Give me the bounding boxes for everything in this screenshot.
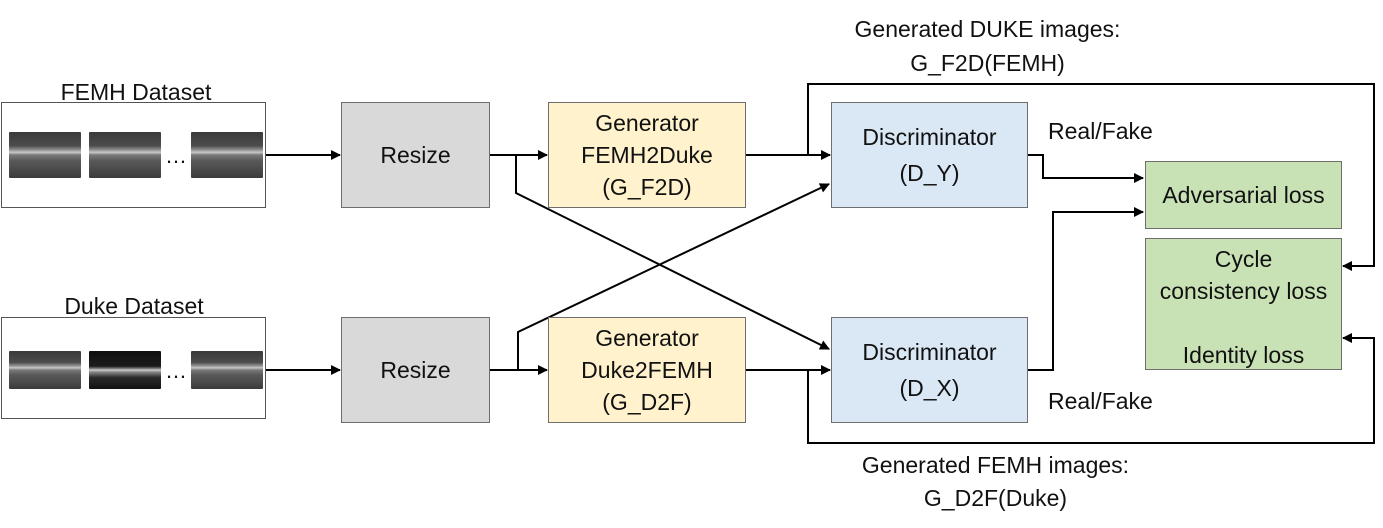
discriminator-dx-box: Discriminator (D_X) (831, 317, 1028, 423)
cycle-loss-line1: Cycle (1214, 246, 1273, 272)
femh-ellipsis: … (165, 143, 187, 168)
femh-oct-image (9, 132, 81, 178)
generated-femh-caption-line2: G_D2F(Duke) (923, 485, 1068, 511)
femh-dataset-box: … (1, 102, 266, 208)
discriminator-dx-line2: (D_X) (899, 375, 960, 401)
generated-duke-caption-line2: G_F2D(FEMH) (910, 50, 1065, 76)
generated-femh-caption-line1: Generated FEMH images: (861, 452, 1130, 478)
generator-f2d-line3: (G_F2D) (602, 174, 692, 200)
duke-oct-image (191, 351, 263, 389)
arrow-dx-to-adversarial (1028, 207, 1144, 371)
generated-duke-caption-line1: Generated DUKE images: (854, 16, 1121, 42)
arrow-gd2f-to-cycle (807, 333, 1375, 444)
generator-f2d-line2: FEMH2Duke (581, 142, 713, 168)
arrow-dy-to-adversarial (1028, 154, 1144, 183)
resize-box-femh: Resize (341, 102, 490, 208)
real-fake-top-label: Real/Fake (1048, 118, 1153, 144)
generator-d2f-line3: (G_D2F) (602, 389, 692, 415)
cycle-loss-line2: consistency loss (1159, 278, 1328, 304)
cycle-identity-loss-box: Cycle consistency loss Identity loss (1145, 238, 1342, 370)
arrow-gf2d-to-cycle (807, 83, 1375, 271)
duke-ellipsis: … (165, 358, 187, 383)
arrow-duke-to-dy (517, 183, 830, 370)
identity-loss-label: Identity loss (1182, 342, 1305, 368)
generator-f2d-line1: Generator (595, 110, 699, 136)
generator-f2d-box: Generator FEMH2Duke (G_F2D) (548, 102, 746, 208)
duke-dataset-box: … (1, 317, 266, 419)
duke-oct-image (9, 351, 81, 389)
adversarial-loss-label: Adversarial loss (1162, 182, 1325, 208)
femh-oct-image (191, 132, 263, 178)
discriminator-dy-line1: Discriminator (862, 124, 997, 150)
femh-oct-image (89, 132, 161, 178)
generator-d2f-line1: Generator (595, 325, 699, 351)
arrow-femh-to-dx (515, 155, 830, 350)
discriminator-dy-line2: (D_Y) (899, 160, 960, 186)
resize-label: Resize (380, 357, 451, 383)
generator-d2f-line2: Duke2FEMH (581, 357, 713, 383)
adversarial-loss-box: Adversarial loss (1145, 161, 1342, 229)
real-fake-bottom-label: Real/Fake (1048, 388, 1153, 414)
resize-box-duke: Resize (341, 317, 490, 423)
duke-oct-image (89, 351, 161, 389)
duke-dataset-title: Duke Dataset (64, 293, 204, 319)
discriminator-dy-box: Discriminator (D_Y) (831, 102, 1028, 208)
generator-d2f-box: Generator Duke2FEMH (G_D2F) (548, 317, 746, 423)
discriminator-dx-line1: Discriminator (862, 339, 997, 365)
femh-dataset-title: FEMH Dataset (60, 79, 212, 105)
resize-label: Resize (380, 142, 451, 168)
